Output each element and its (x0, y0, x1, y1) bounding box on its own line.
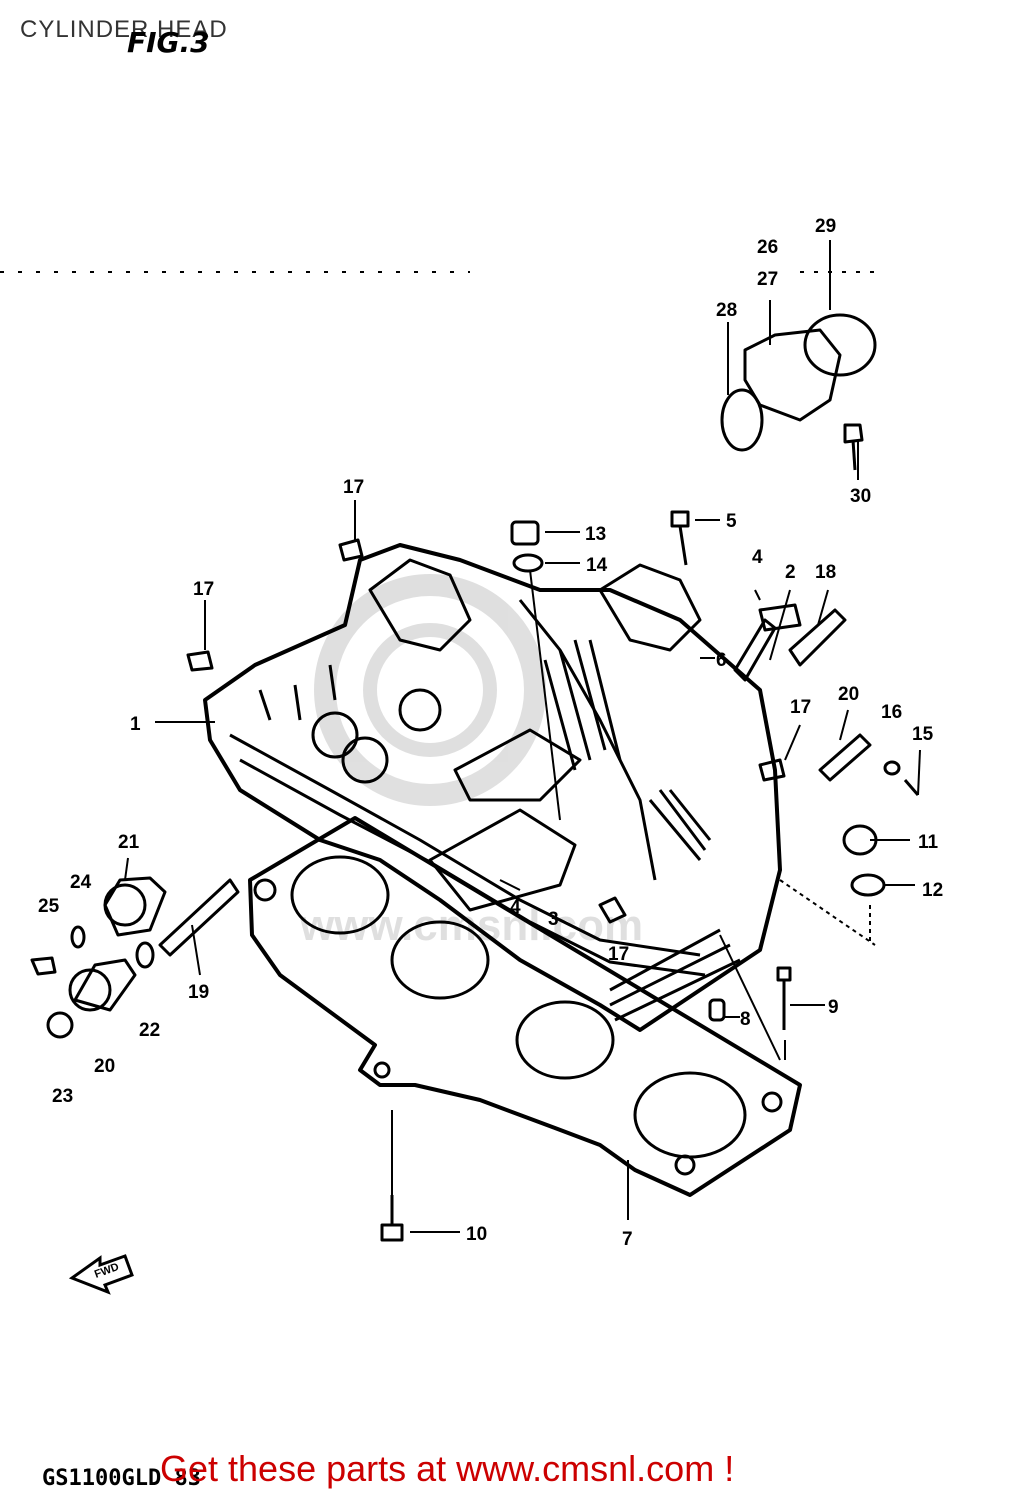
callout-8: 8 (740, 1009, 751, 1030)
fastener-parts (186, 510, 920, 1242)
callout-25: 25 (38, 896, 60, 917)
callout-6: 6 (716, 650, 727, 671)
page-title: CYLINDER HEAD (20, 16, 228, 43)
callout-3: 3 (548, 909, 559, 930)
callout-28: 28 (716, 300, 737, 321)
callout-13: 13 (585, 524, 606, 545)
callout-21: 21 (118, 832, 140, 853)
callout-9: 9 (828, 997, 839, 1018)
callout-17-bottom: 17 (608, 944, 629, 965)
callout-10: 10 (466, 1224, 487, 1245)
cam-end-cap-part (30, 876, 240, 1039)
callout-11: 11 (918, 832, 939, 853)
callout-22: 22 (139, 1020, 160, 1041)
callout-18: 18 (815, 562, 836, 583)
callout-29: 29 (815, 216, 836, 237)
callout-17-left: 17 (193, 579, 214, 600)
callout-16: 16 (881, 702, 902, 723)
callout-17-top: 17 (343, 477, 364, 498)
callout-15: 15 (912, 724, 934, 745)
callout-4-bottom: 4 (510, 897, 521, 918)
callout-1: 1 (130, 714, 141, 735)
front-direction-arrow: FWD (68, 1254, 134, 1295)
callout-4-top: 4 (752, 547, 763, 568)
callout-2: 2 (785, 562, 796, 583)
callout-20-left: 20 (94, 1056, 115, 1077)
callout-27: 27 (757, 269, 778, 290)
callout-labels: 1 2 3 4 4 5 6 7 8 9 10 11 12 13 14 15 16… (38, 216, 943, 1250)
callout-23: 23 (52, 1086, 73, 1107)
callout-19: 19 (188, 982, 209, 1003)
callout-12: 12 (922, 880, 943, 901)
watermark-logo: www.cmsnl.com (299, 574, 643, 950)
callout-30: 30 (850, 486, 871, 507)
callout-5: 5 (726, 511, 737, 532)
callout-17-right: 17 (790, 697, 811, 718)
model-code: GS1100GLD 83 (42, 1466, 201, 1491)
front-arrow-label: FWD (93, 1261, 121, 1281)
leader-lines (124, 240, 921, 1233)
callout-26: 26 (757, 237, 778, 258)
callout-14: 14 (586, 555, 608, 576)
head-gasket-part (248, 816, 802, 1197)
callout-24: 24 (70, 872, 92, 893)
cylinder-head-part (203, 543, 782, 1032)
callout-7: 7 (622, 1229, 633, 1250)
intake-pipe-part (720, 313, 877, 471)
callout-20-right: 20 (838, 684, 859, 705)
figure-label: FIG.3 (127, 26, 210, 59)
footer-cta-link[interactable]: Get these parts at www.cmsnl.com ! (160, 1448, 735, 1489)
